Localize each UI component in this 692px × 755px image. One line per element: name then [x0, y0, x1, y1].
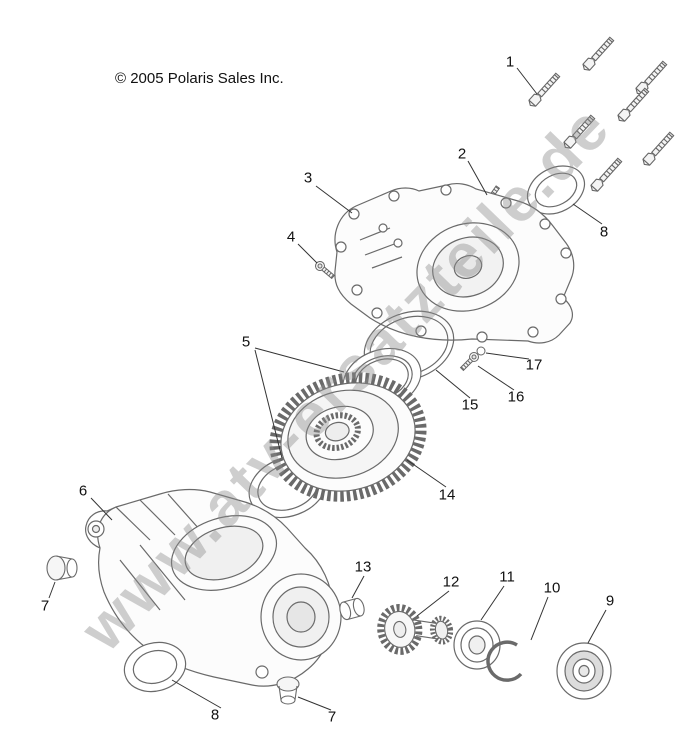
- gearcase-cover: [334, 183, 575, 344]
- callout-11: 11: [499, 568, 515, 586]
- callout-7-lower: 7: [327, 708, 337, 726]
- washer-17: [476, 346, 486, 356]
- pinion-shaft: [377, 604, 454, 655]
- callout-3: 3: [303, 169, 313, 187]
- callout-8-lower: 8: [210, 706, 220, 724]
- callout-8: 8: [599, 223, 609, 241]
- callout-13: 13: [354, 558, 372, 576]
- callout-16: 16: [507, 388, 525, 406]
- gearcase-housing: [85, 488, 342, 687]
- callout-10: 10: [543, 579, 561, 597]
- callout-12: 12: [442, 573, 460, 591]
- callout-17: 17: [525, 356, 543, 374]
- callout-15: 15: [461, 396, 479, 414]
- callout-1: 1: [505, 53, 515, 71]
- plug-left: [46, 555, 78, 581]
- leader-lines: [48, 67, 607, 711]
- callout-14: 14: [438, 486, 456, 504]
- snap-ring: [486, 640, 523, 682]
- seal-right: [526, 165, 586, 215]
- callout-2: 2: [457, 145, 467, 163]
- callout-4: 4: [286, 228, 296, 246]
- bushing: [339, 597, 365, 621]
- bearing-11: [453, 620, 501, 670]
- callout-6: 6: [78, 482, 88, 500]
- plug-bottom: [276, 676, 300, 705]
- small-bolt-16: [458, 350, 481, 373]
- callout-5: 5: [241, 333, 251, 351]
- callout-9: 9: [605, 592, 615, 610]
- ring-gear: [269, 372, 427, 502]
- seal-bottom: [123, 641, 187, 693]
- callout-7: 7: [40, 597, 50, 615]
- bearing-9: [556, 642, 612, 700]
- copyright-notice: © 2005 Polaris Sales Inc.: [115, 70, 284, 87]
